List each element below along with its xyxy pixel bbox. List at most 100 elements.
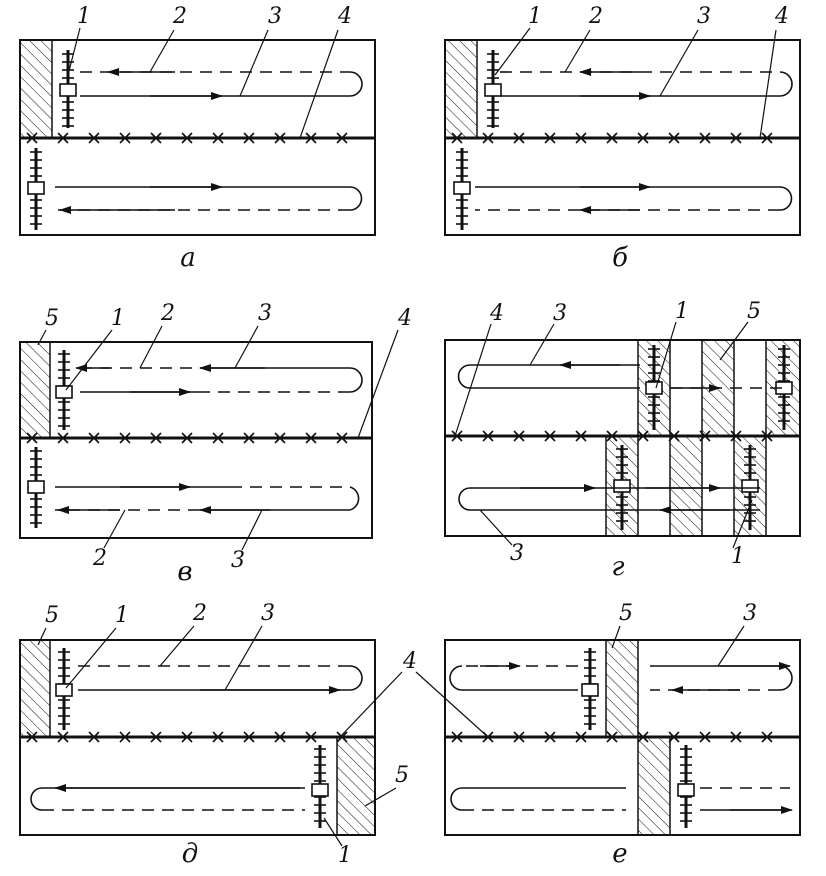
leader-line bbox=[659, 29, 699, 97]
track-tie bbox=[88, 731, 100, 743]
leader-line bbox=[759, 29, 777, 139]
machine-cabin bbox=[55, 385, 73, 399]
track-tie bbox=[119, 432, 131, 444]
callout-1: 1 bbox=[675, 299, 689, 324]
leader-line bbox=[37, 329, 47, 346]
track-tie bbox=[150, 731, 162, 743]
callout-4: 4 bbox=[337, 4, 352, 29]
callout-1-lower: 1 bbox=[338, 843, 352, 868]
callout-2: 2 bbox=[588, 4, 603, 29]
callout-4: 4 bbox=[774, 4, 789, 29]
track-tie bbox=[88, 432, 100, 444]
leader-line bbox=[224, 625, 263, 691]
work-path-lower-turn bbox=[458, 487, 471, 511]
worked-out-strip bbox=[336, 736, 376, 836]
leader-line bbox=[655, 321, 677, 389]
track-tie bbox=[699, 430, 711, 442]
track-tie bbox=[119, 132, 131, 144]
machine-cabin bbox=[27, 181, 45, 195]
leader-line bbox=[494, 27, 531, 76]
track-tie bbox=[451, 731, 463, 743]
track-tie bbox=[606, 132, 618, 144]
track-tie bbox=[668, 132, 680, 144]
callout-4-shared: 4 bbox=[402, 649, 417, 674]
worked-out-strip bbox=[19, 341, 51, 439]
track-tie bbox=[88, 132, 100, 144]
callout-1: 1 bbox=[77, 4, 91, 29]
callout-3: 3 bbox=[697, 4, 711, 29]
track-tie bbox=[668, 430, 680, 442]
track-tie bbox=[26, 132, 38, 144]
track-tie bbox=[544, 132, 556, 144]
track-tie bbox=[606, 430, 618, 442]
work-path-upper-right-turn bbox=[779, 665, 793, 691]
leader-line bbox=[159, 625, 195, 667]
work-path-lower-left-turn bbox=[450, 787, 463, 811]
caption-v: в bbox=[177, 557, 192, 587]
callout-2: 2 bbox=[160, 301, 175, 326]
track-tie bbox=[150, 132, 162, 144]
callout-1: 1 bbox=[528, 4, 542, 29]
work-path-upper-turn bbox=[349, 367, 363, 393]
work-path-lower-turn bbox=[30, 787, 43, 811]
track-tie bbox=[181, 132, 193, 144]
track-tie bbox=[575, 731, 587, 743]
track-tie bbox=[482, 430, 494, 442]
machine-cabin bbox=[645, 381, 663, 395]
worked-out-strip bbox=[19, 39, 53, 139]
machine-cabin bbox=[453, 181, 471, 195]
leader-line bbox=[611, 625, 621, 649]
leader-line bbox=[717, 625, 745, 667]
machine-cabin bbox=[741, 479, 759, 493]
track-tie bbox=[699, 132, 711, 144]
leader-line bbox=[719, 321, 749, 361]
work-path-upper-turn bbox=[457, 364, 471, 389]
track-tie bbox=[336, 731, 348, 743]
caption-g: г bbox=[611, 552, 624, 582]
worked-out-strip bbox=[669, 435, 703, 537]
track-tie bbox=[761, 132, 773, 144]
leader-line bbox=[139, 325, 163, 369]
callout-4: 4 bbox=[489, 301, 504, 326]
track-tie bbox=[451, 430, 463, 442]
panel-a bbox=[19, 39, 376, 236]
worked-out-strip bbox=[19, 639, 51, 738]
machine-cabin bbox=[55, 683, 73, 697]
work-path-upper-turn bbox=[349, 665, 363, 691]
machine-cabin bbox=[613, 479, 631, 493]
callout-5: 5 bbox=[747, 299, 761, 324]
caption-a: а bbox=[180, 243, 196, 273]
leader-line bbox=[241, 509, 263, 551]
callout-3-lower: 3 bbox=[510, 541, 524, 566]
panel-d bbox=[19, 639, 376, 836]
track-tie bbox=[637, 132, 649, 144]
track-tie bbox=[336, 132, 348, 144]
leader-line bbox=[65, 627, 117, 689]
work-path-lower-turn bbox=[349, 486, 360, 511]
track-tie bbox=[26, 432, 38, 444]
track-tie bbox=[699, 731, 711, 743]
track-tie bbox=[274, 132, 286, 144]
track-tie bbox=[243, 731, 255, 743]
leader-line bbox=[479, 509, 513, 546]
track-tie bbox=[305, 432, 317, 444]
callout-5-lower: 5 bbox=[395, 763, 409, 788]
work-path-upper-turn bbox=[779, 71, 793, 97]
callout-5: 5 bbox=[619, 601, 633, 626]
panel-g bbox=[444, 339, 801, 537]
worked-out-strip bbox=[444, 39, 478, 139]
leader-line bbox=[299, 29, 339, 139]
track-tie bbox=[181, 432, 193, 444]
track-tie bbox=[575, 132, 587, 144]
work-path-lower-turn bbox=[779, 186, 793, 211]
track-tie bbox=[637, 731, 649, 743]
track-tie bbox=[212, 132, 224, 144]
callout-1: 1 bbox=[111, 306, 125, 331]
track-tie bbox=[544, 430, 556, 442]
work-path-upper-left-turn bbox=[449, 665, 463, 691]
leader-line bbox=[415, 671, 489, 738]
leader-line bbox=[239, 29, 269, 97]
track-tie bbox=[181, 731, 193, 743]
leader-line bbox=[323, 817, 343, 847]
